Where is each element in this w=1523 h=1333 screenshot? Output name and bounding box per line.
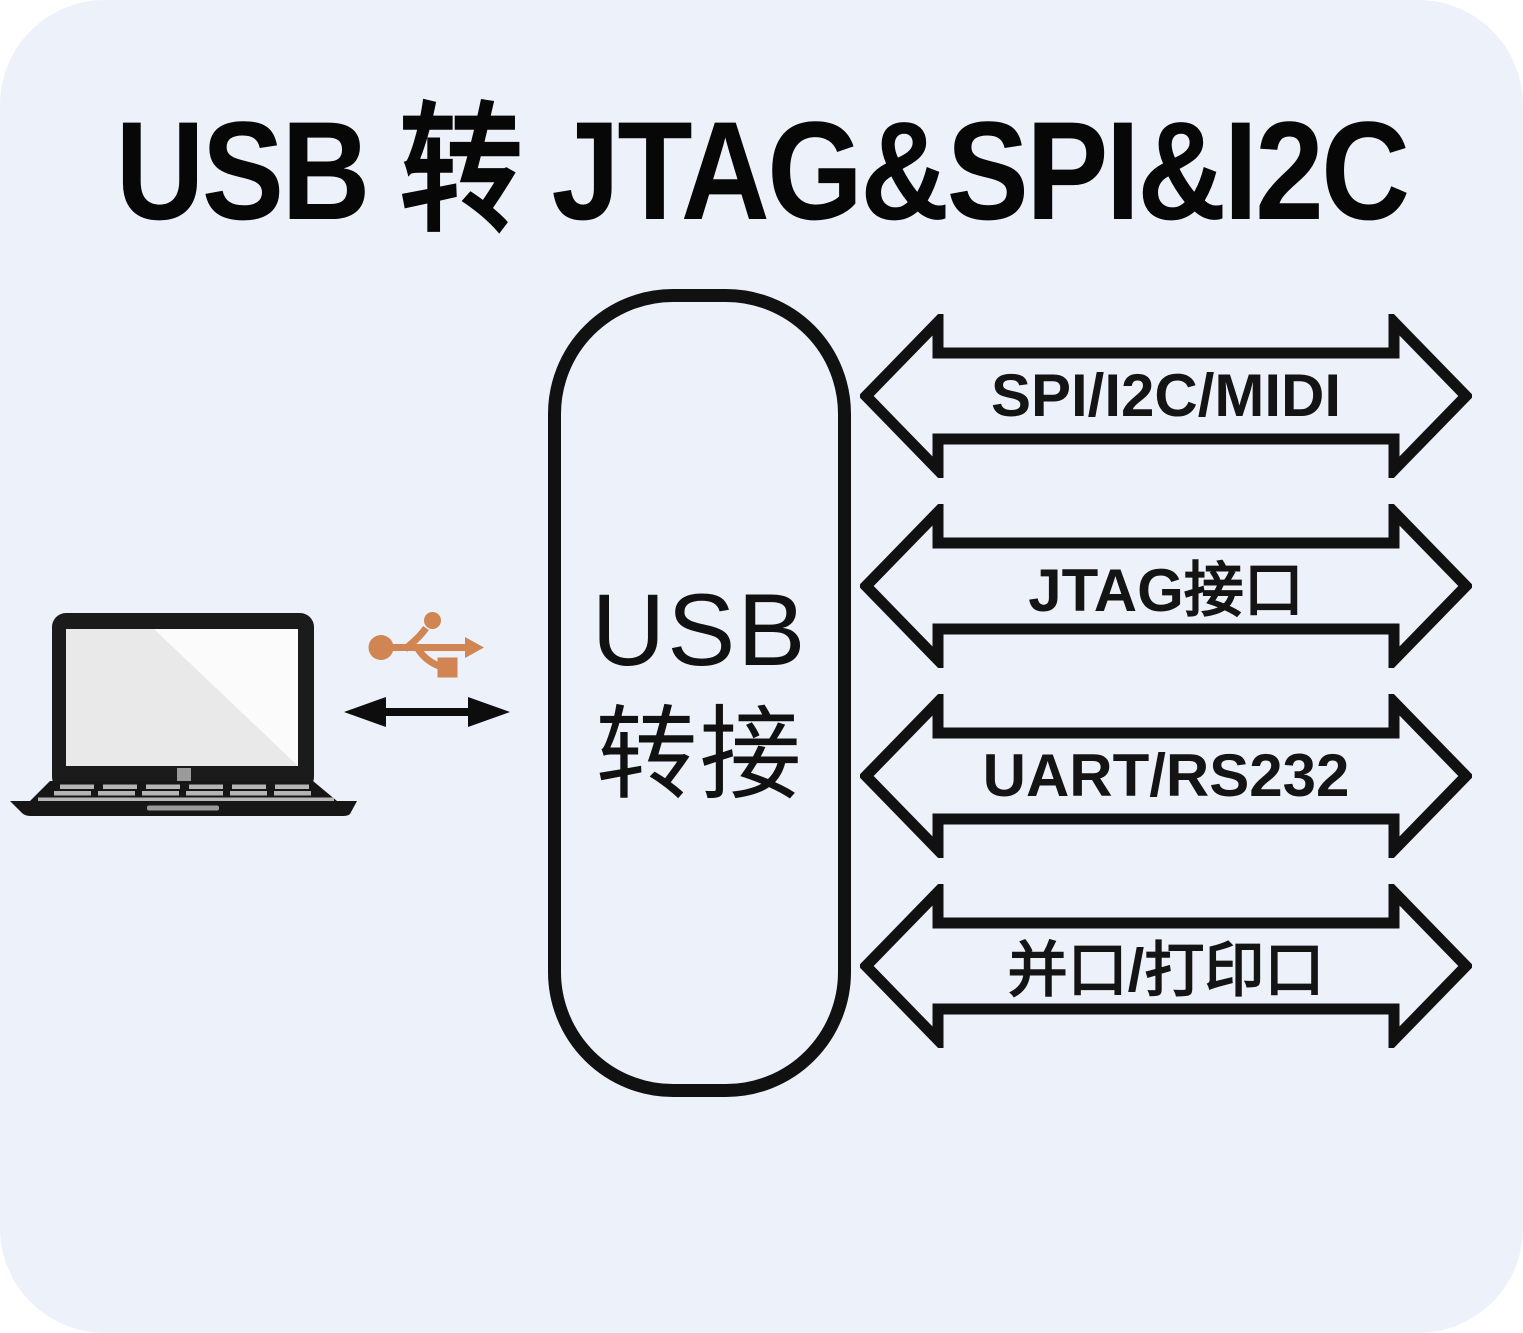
laptop-keys [38,784,334,801]
diagram-title: USB 转 JTAG&SPI&I2C [115,92,1411,249]
interface-arrow-uart-rs232: UART/RS232 [860,694,1472,858]
interface-label: SPI/I2C/MIDI [990,361,1342,429]
interface-arrow-parallel-printer: 并口/打印口 [860,884,1472,1048]
laptop-icon [10,613,357,816]
interface-arrow-spi-i2c-midi: SPI/I2C/MIDI [860,314,1472,478]
usb-converter-box: USB 转接 [548,289,851,1097]
bidirectional-arrow-icon [860,694,1472,858]
bidirectional-arrow-icon [860,314,1472,478]
usb-link-arrow-icon [344,697,510,727]
interface-arrow-jtag: JTAG接口 [860,504,1472,668]
converter-label-line1: USB [591,572,808,687]
interface-label: 并口/打印口 [1007,936,1325,1004]
bidirectional-arrow-icon [860,504,1472,668]
interface-arrow-list: SPI/I2C/MIDI JTAG接口 UART/RS232 并口/打印口 [860,314,1472,1048]
converter-label-line2: 转接 [595,698,804,812]
interface-label: UART/RS232 [982,741,1350,809]
bidirectional-arrow-icon [860,884,1472,1048]
interface-label: JTAG接口 [1028,556,1304,624]
laptop-hinge-button [177,768,191,782]
laptop-trackpad-notch [147,805,219,811]
laptop-screen-glare [154,629,298,766]
usb-trident-icon [368,612,484,678]
